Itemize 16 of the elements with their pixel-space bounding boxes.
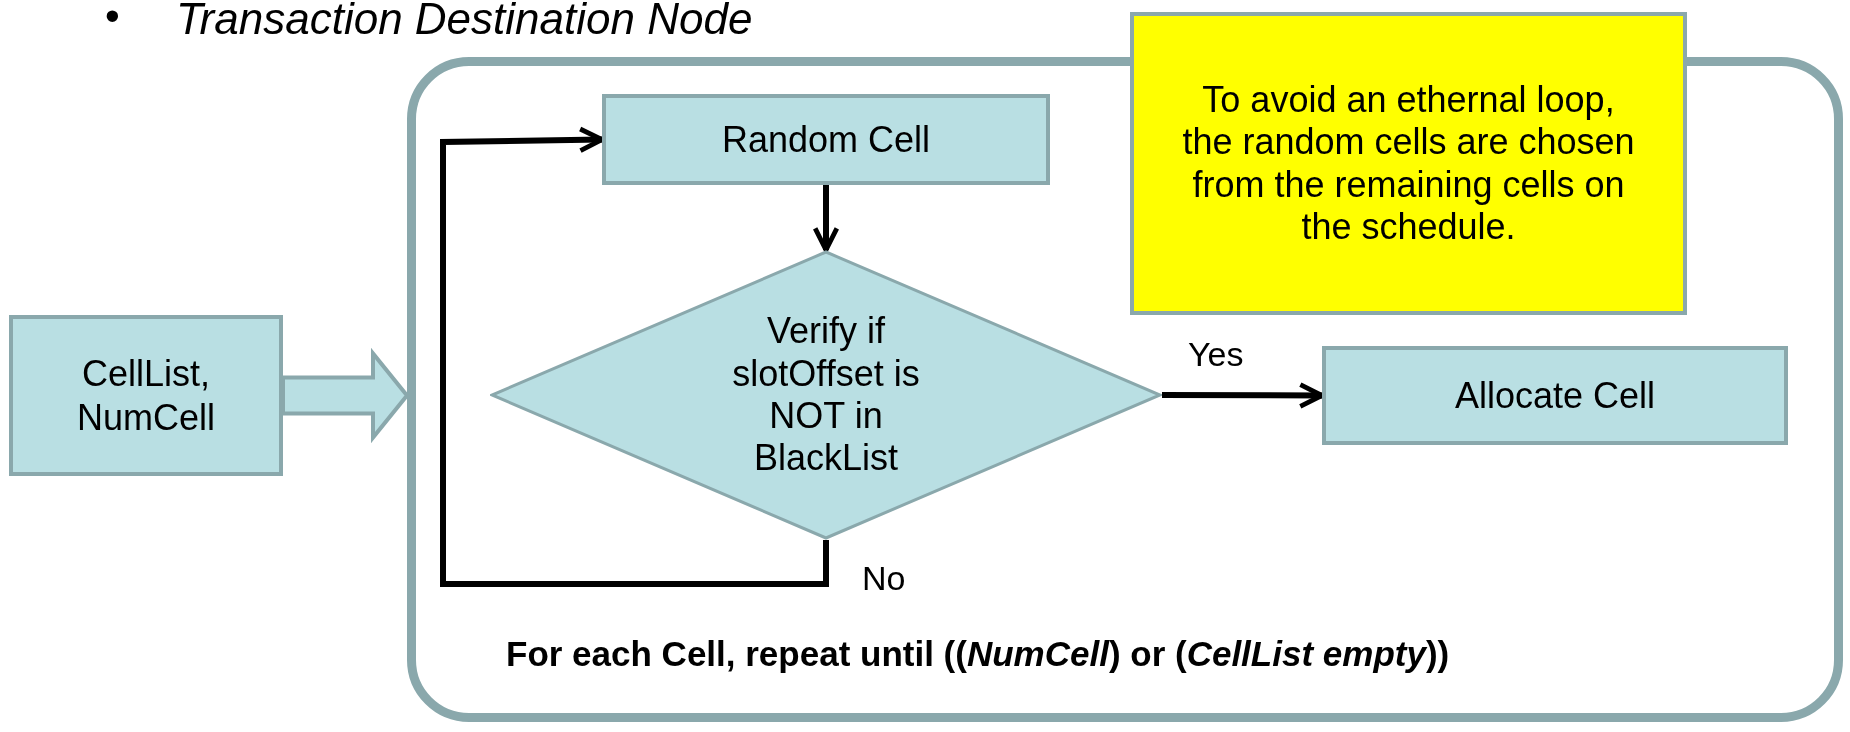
block-arrow — [281, 347, 410, 444]
title: Transaction Destination Node — [176, 0, 753, 44]
input-box — [9, 315, 283, 476]
decision-diamond — [490, 250, 1162, 540]
arrow — [440, 126, 829, 587]
bullet: • — [105, 0, 120, 40]
process-box — [602, 94, 1050, 185]
arrow — [812, 185, 840, 253]
node-label: Verify if slotOffset is NOT in BlackList — [731, 310, 921, 480]
process-box — [1322, 346, 1788, 445]
node-label: To avoid an ethernal loop, the random cells are chosen from the remaining cells on the schedule. — [1181, 79, 1636, 248]
node-label: CellList, NumCell — [76, 352, 216, 439]
node-label: Allocate Cell — [1454, 373, 1656, 418]
note-box — [1130, 12, 1687, 315]
node-label: Random Cell — [721, 117, 931, 162]
loop-condition: For each Cell, repeat until ((NumCell) or (CellList empty)) — [506, 633, 1450, 675]
